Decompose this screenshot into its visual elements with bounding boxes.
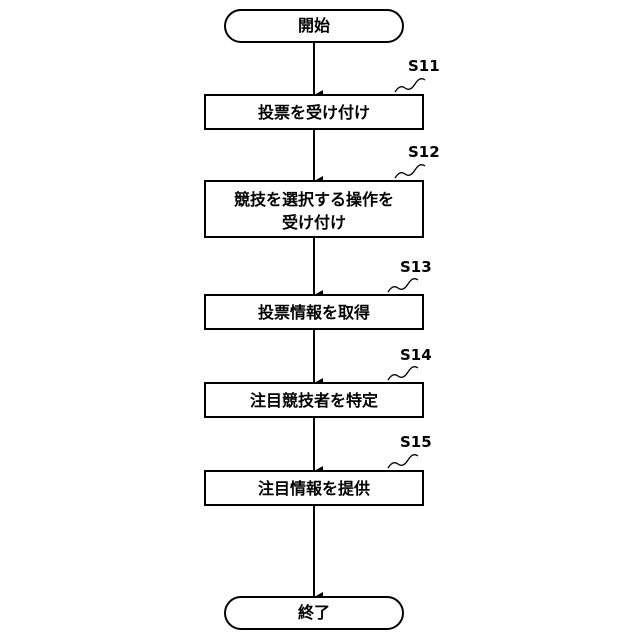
step-s13-text: 投票情報を取得 [258,303,370,322]
step-s14-id: S14 [400,346,432,364]
start-label: 開始 [298,16,330,35]
step-s13-id: S13 [400,258,432,276]
step-s13-leader [388,279,418,292]
step-s15: 注目情報を提供 S15 [205,433,432,505]
step-s12-text-line1: 競技を選択する操作を [234,190,394,209]
step-s11-text: 投票を受け付け [258,103,370,122]
step-s11-leader [395,79,425,92]
step-s12-leader [395,165,425,178]
step-s12-text-line2: 受け付け [282,213,346,232]
end-terminal: 終了 [225,597,403,629]
step-s15-text: 注目情報を提供 [258,479,370,498]
start-terminal: 開始 [225,10,403,42]
step-s15-leader [388,455,418,468]
step-s14-text: 注目競技者を特定 [250,391,378,410]
step-s14-leader [388,367,418,380]
step-s14: 注目競技者を特定 S14 [205,346,432,417]
end-label: 終了 [298,603,330,622]
step-s11-id: S11 [408,57,440,75]
step-s12: 競技を選択する操作を 受け付け S12 [205,143,440,237]
step-s13: 投票情報を取得 S13 [205,258,432,329]
step-s11: 投票を受け付け S11 [205,57,440,129]
step-s12-id: S12 [408,143,440,161]
step-s15-id: S15 [400,433,432,451]
